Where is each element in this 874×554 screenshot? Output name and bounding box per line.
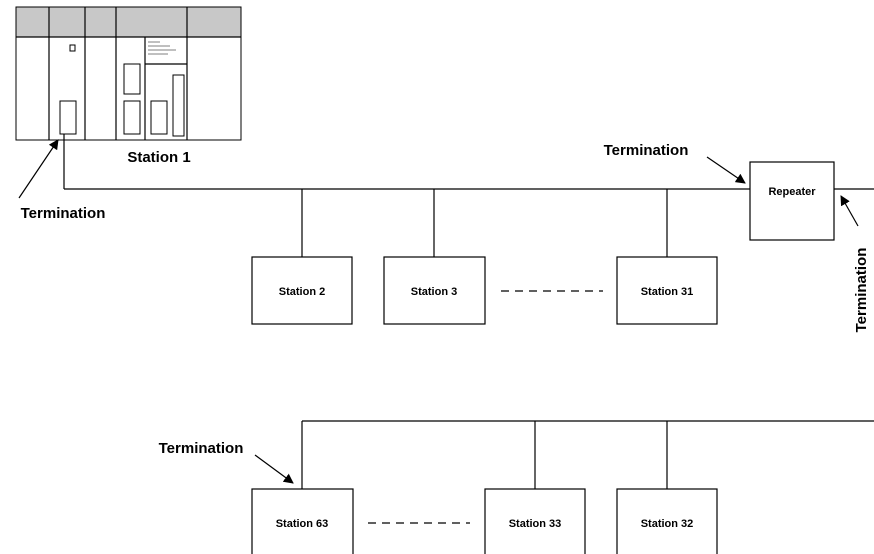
station-31-label: Station 31 — [641, 286, 694, 298]
termination-label-repeater-top: Termination — [604, 142, 689, 159]
station-2-label: Station 2 — [279, 286, 325, 298]
station-box: Station 33 — [484, 488, 586, 554]
station-1-label: Station 1 — [127, 149, 190, 166]
termination-arrow — [254, 454, 294, 484]
upper-bus — [63, 134, 874, 292]
termination-arrow — [840, 195, 859, 227]
station-63-label: Station 63 — [276, 518, 329, 530]
station-box: Station 32 — [616, 488, 718, 554]
station-box: Station 3 — [383, 256, 486, 325]
profibus-port — [59, 100, 77, 135]
station-3-label: Station 3 — [411, 286, 457, 298]
termination-label-left: Termination — [21, 205, 106, 222]
station-box: Station 63 — [251, 488, 354, 554]
station-32-label: Station 32 — [641, 518, 694, 530]
lower-bus — [301, 420, 874, 524]
termination-label-repeater-right: Termination — [853, 248, 870, 333]
station-box: Station 2 — [251, 256, 353, 325]
station-33-label: Station 33 — [509, 518, 562, 530]
plc-rack — [15, 6, 242, 141]
repeater-label: Repeater — [768, 186, 816, 198]
termination-arrow — [706, 156, 746, 184]
termination-label-lower: Termination — [159, 440, 244, 457]
repeater-box: Repeater — [749, 161, 835, 241]
station-box: Station 31 — [616, 256, 718, 325]
termination-arrow — [18, 139, 59, 199]
